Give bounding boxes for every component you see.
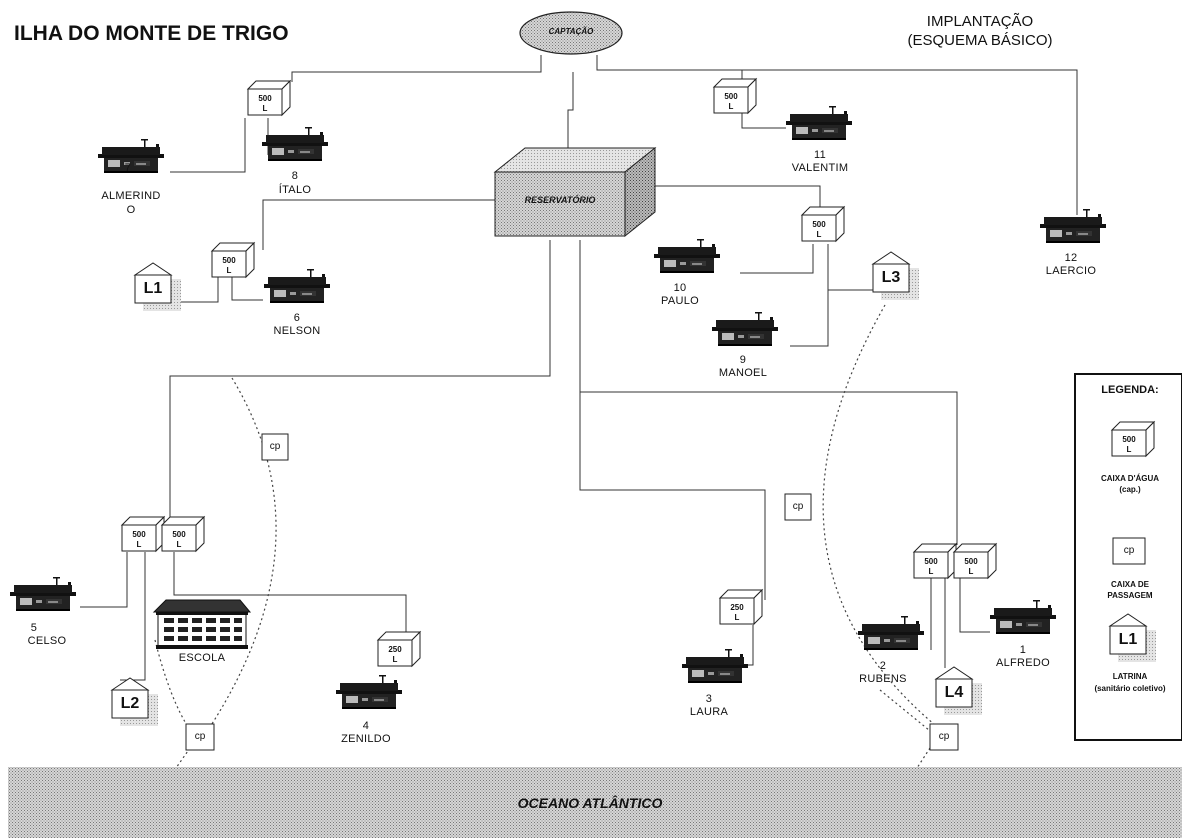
latrine-l3-label: L3	[881, 269, 901, 286]
house-alfredo	[990, 600, 1056, 634]
house-manoel	[712, 312, 778, 346]
captacao-label: CAPTAÇÃO	[548, 27, 594, 36]
tank-celso2-cap: 500	[172, 530, 186, 539]
house-almerindo-name2: O	[126, 204, 136, 216]
latrine-l4-label: L4	[944, 684, 964, 701]
tank-celso2-unit: L	[176, 540, 182, 549]
house-nelson-number: 6	[293, 312, 301, 324]
house-valentim	[786, 106, 852, 140]
latrine-l2-label: L2	[120, 695, 140, 712]
cp-box-3	[185, 723, 215, 751]
house-alfredo-number: 1	[1019, 644, 1027, 656]
tank-italo-cap: 500	[258, 94, 272, 103]
house-manoel-number: 9	[739, 354, 747, 366]
subtitle-line2: (ESQUEMA BÁSICO)	[907, 32, 1053, 49]
house-laercio-number: 12	[1064, 252, 1078, 264]
pipe-network	[80, 55, 1078, 681]
tank-laura-cap: 250	[730, 603, 744, 612]
house-laura	[682, 649, 748, 683]
tank-celso1-unit: L	[136, 540, 142, 549]
house-alfredo-name: ALFREDO	[995, 657, 1051, 669]
tank-valentim-cap: 500	[724, 92, 738, 101]
house-italo-name: ÍTALO	[278, 184, 312, 196]
house-celso	[10, 577, 76, 611]
tank-alfredo-unit: L	[968, 567, 974, 576]
legend-tank-label1: CAIXA D'ÁGUA	[1100, 474, 1160, 483]
school-building	[152, 599, 252, 649]
tank-paulo-unit: L	[816, 230, 822, 239]
reservatorio-tank	[493, 146, 657, 238]
legend-cp-label1: CAIXA DE	[1111, 580, 1149, 589]
house-manoel-name: MANOEL	[718, 367, 768, 379]
cp-box-2	[784, 493, 812, 521]
tank-paulo-cap: 500	[812, 220, 826, 229]
house-italo-number: 8	[291, 170, 299, 182]
house-rubens	[858, 616, 924, 650]
house-nelson-name: NELSON	[273, 325, 321, 337]
page-title: ILHA DO MONTE DE TRIGO	[14, 22, 289, 45]
latrine-l1-label: L1	[143, 280, 163, 297]
house-valentim-number: 11	[813, 149, 827, 161]
house-zenildo	[336, 675, 402, 709]
tank-nelson-cap: 500	[222, 256, 236, 265]
subtitle-line1: IMPLANTAÇÃO	[926, 13, 1034, 30]
house-laura-number: 3	[705, 693, 713, 705]
house-almerindo-name1: ALMERIND	[101, 190, 161, 202]
cp-label-2: cp	[792, 501, 804, 512]
ocean-label: OCEANO ATLÂNTICO	[517, 795, 663, 811]
cp-box-1	[261, 433, 289, 461]
tank-nelson-unit: L	[226, 266, 232, 275]
house-paulo-name: PAULO	[661, 295, 699, 307]
tank-valentim-unit: L	[728, 102, 734, 111]
house-celso-number: 5	[30, 622, 38, 634]
reservatorio-label: RESERVATÓRIO	[524, 195, 596, 205]
tank-zenildo-unit: L	[392, 655, 398, 664]
legend-tank-unit: L	[1126, 445, 1132, 454]
captacao-source	[519, 11, 623, 55]
school-name: ESCOLA	[178, 652, 226, 664]
legend-latrine-label1: LATRINA	[1112, 672, 1148, 681]
house-paulo	[654, 239, 720, 273]
legend-tank-cap: 500	[1122, 435, 1136, 444]
tank-laura-unit: L	[734, 613, 740, 622]
house-celso-name: CELSO	[27, 635, 67, 647]
ocean-band	[8, 767, 1182, 838]
sewage-lines	[154, 304, 936, 769]
legend-cp-symbol: cp	[1123, 545, 1135, 556]
house-almerindo-number: 7	[124, 162, 132, 174]
legend-latrine-symbol: L1	[1118, 631, 1138, 648]
cp-label-1: cp	[269, 441, 281, 452]
house-italo	[262, 127, 328, 161]
house-zenildo-number: 4	[362, 720, 370, 732]
house-laura-name: LAURA	[689, 706, 729, 718]
house-rubens-name: RUBENS	[859, 673, 907, 685]
house-paulo-number: 10	[673, 282, 687, 294]
house-laercio-name: LAERCIO	[1045, 265, 1097, 277]
cp-label-3: cp	[194, 731, 206, 742]
tank-italo-unit: L	[262, 104, 268, 113]
tank-celso1-cap: 500	[132, 530, 146, 539]
legend-cp-label2: PASSAGEM	[1107, 591, 1153, 600]
cp-box-4	[929, 723, 959, 751]
tank-alfredo-cap: 500	[964, 557, 978, 566]
house-valentim-name: VALENTIM	[791, 162, 849, 174]
legend-title: LEGENDA:	[1101, 384, 1159, 396]
tank-zenildo-cap: 250	[388, 645, 402, 654]
house-zenildo-name: ZENILDO	[341, 733, 391, 745]
cp-label-4: cp	[938, 731, 950, 742]
legend-latrine-label2: (sanitário coletivo)	[1094, 684, 1166, 693]
tank-rubens-cap: 500	[924, 557, 938, 566]
house-rubens-number: 2	[879, 660, 887, 672]
house-nelson	[264, 269, 330, 303]
legend-tank-label2: (cap.)	[1119, 485, 1141, 494]
tank-rubens-unit: L	[928, 567, 934, 576]
house-laercio	[1040, 209, 1106, 243]
legend-box	[1074, 373, 1182, 741]
